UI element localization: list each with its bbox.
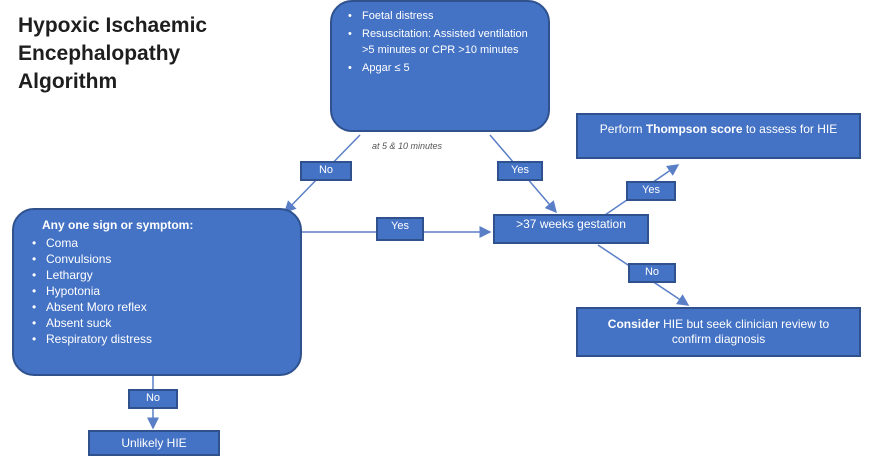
symptom-item: Convulsions [28,251,286,267]
thompson-suffix: to assess for HIE [742,122,838,136]
symptoms-box: Any one sign or symptom: Coma Convulsion… [12,208,302,376]
gestation-text: >37 weeks gestation [516,217,626,231]
consider-bold: Consider [607,317,660,331]
label-yes-mid: Yes [376,217,424,241]
criteria-item: Foetal distress [344,8,534,24]
criteria-list: Foetal distress Resuscitation: Assisted … [344,8,534,76]
symptoms-list: Coma Convulsions Lethargy Hypotonia Abse… [28,235,286,347]
thompson-prefix: Perform [599,122,646,136]
consider-box: Consider HIE but seek clinician review t… [576,307,861,357]
gestation-box: >37 weeks gestation [493,214,649,244]
label-no-left: No [300,161,352,181]
label-yes-top: Yes [626,181,676,201]
symptom-item: Hypotonia [28,283,286,299]
criteria-box: Foetal distress Resuscitation: Assisted … [330,0,550,132]
title-line-1: Hypoxic Ischaemic [18,14,208,37]
symptom-item: Respiratory distress [28,331,286,347]
title-line-3: Algorithm [18,70,118,93]
label-no-gest: No [628,263,676,283]
criteria-item: Apgar ≤ 5 [344,60,534,76]
diagram-title: Hypoxic Ischaemic Encephalopathy Algorit… [18,12,318,96]
symptom-item: Lethargy [28,267,286,283]
thompson-bold: Thompson score [645,122,743,136]
label-no-bottom: No [128,389,178,409]
consider-suffix: HIE but seek clinician review to confirm… [659,317,830,346]
unlikely-text: Unlikely HIE [121,436,187,450]
label-yes-right: Yes [497,161,543,181]
unlikely-box: Unlikely HIE [88,430,220,456]
symptom-item: Absent Moro reflex [28,299,286,315]
symptom-item: Coma [28,235,286,251]
title-line-2: Encephalopathy [18,42,181,65]
symptoms-heading: Any one sign or symptom: [42,218,194,232]
thompson-box: Perform Thompson score to assess for HIE [576,113,861,159]
criteria-note: at 5 & 10 minutes [372,141,443,151]
symptom-item: Absent suck [28,315,286,331]
criteria-item: Resuscitation: Assisted ventilation >5 m… [344,26,534,58]
